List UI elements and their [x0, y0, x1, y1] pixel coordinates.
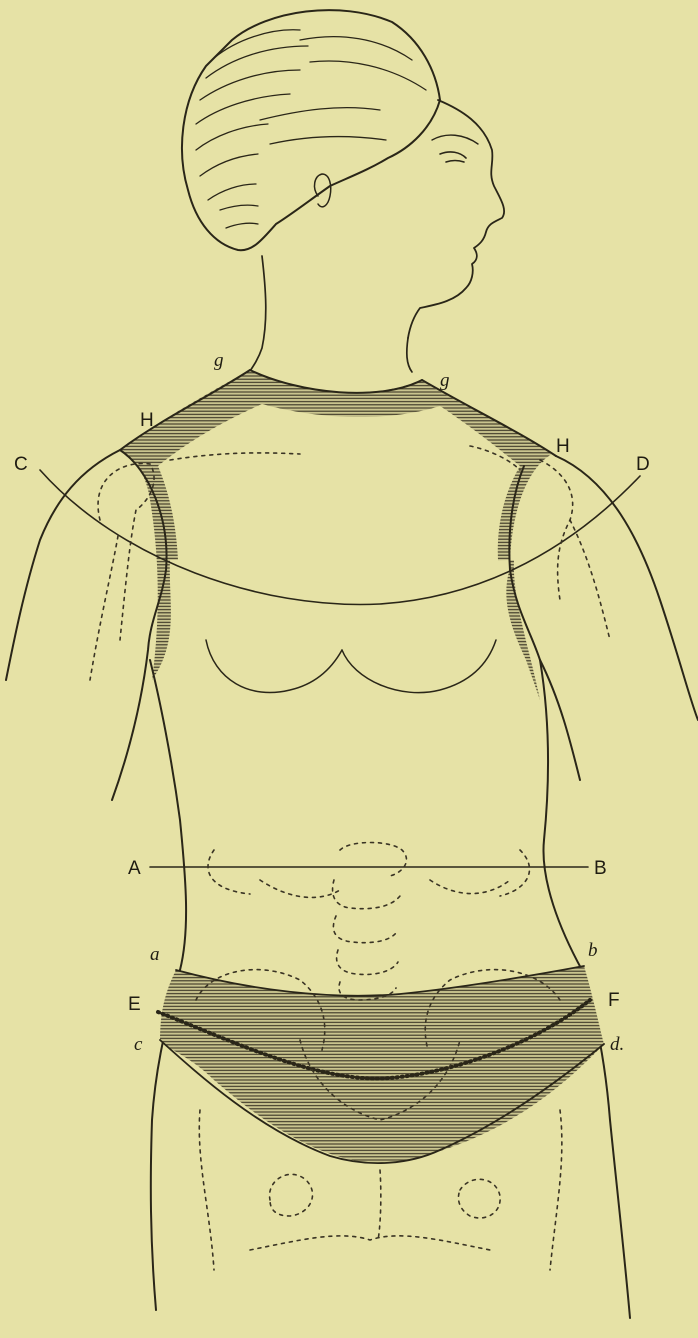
label-F: F	[608, 990, 620, 1011]
left-arm-outer	[6, 450, 120, 680]
label-H-left: H	[140, 410, 154, 431]
hair-strands	[196, 30, 426, 228]
label-D: D	[636, 454, 650, 475]
label-g-left: g	[214, 350, 224, 371]
label-d: d.	[610, 1034, 624, 1055]
neck-back	[248, 256, 266, 374]
label-b: b	[588, 940, 598, 961]
label-c: c	[134, 1034, 143, 1055]
label-B: B	[594, 858, 607, 879]
eyebrow	[432, 135, 478, 144]
right-arm-outer	[556, 456, 698, 720]
right-torso-side	[540, 660, 582, 970]
label-g-right: g	[440, 370, 450, 391]
label-C: C	[14, 454, 28, 475]
neck-front	[407, 338, 412, 372]
label-E: E	[128, 994, 141, 1015]
label-a: a	[150, 944, 160, 965]
eye	[440, 152, 466, 162]
hair	[182, 10, 440, 250]
left-torso-side	[150, 660, 186, 970]
head	[182, 10, 504, 374]
label-A: A	[128, 858, 141, 879]
label-H-right: H	[556, 436, 570, 457]
